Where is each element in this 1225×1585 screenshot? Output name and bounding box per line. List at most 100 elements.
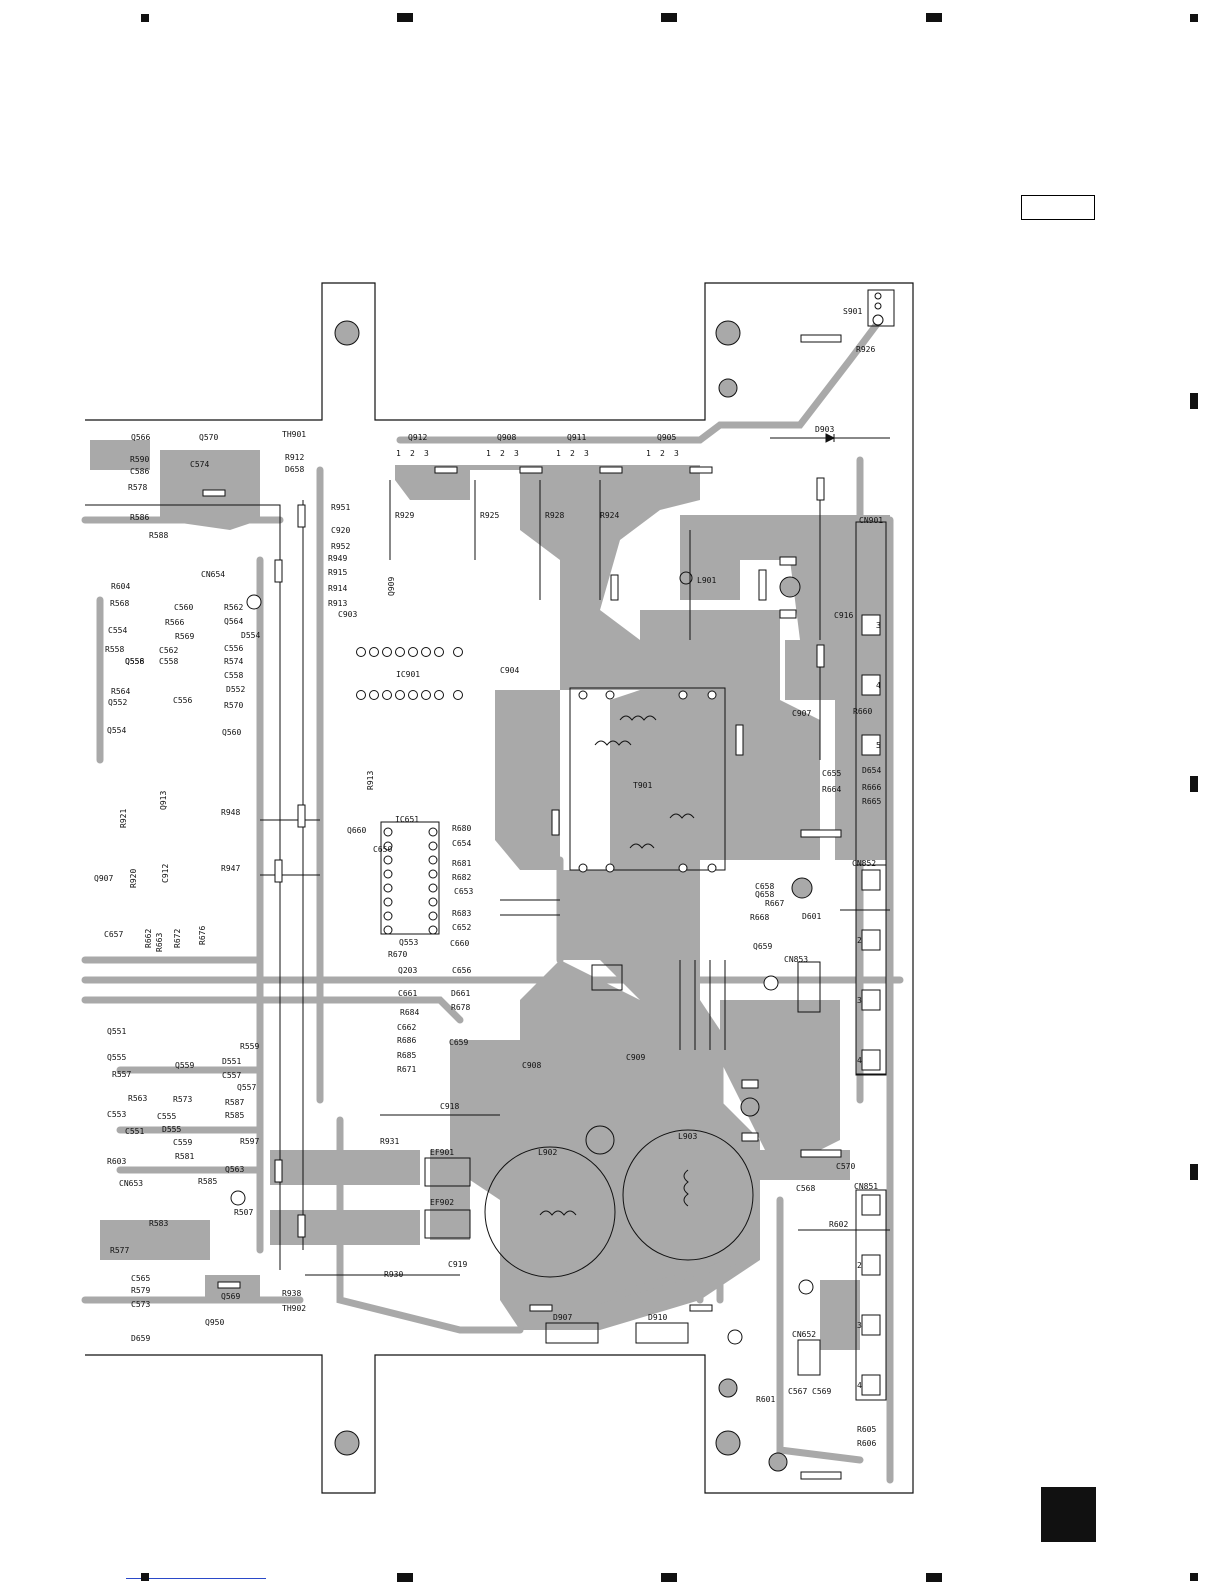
label-l901: L901 [697, 576, 716, 585]
label-q658: Q658 [755, 890, 774, 899]
registration-mark-top-2 [397, 13, 413, 22]
svg-text:1: 1 [486, 449, 491, 458]
label-c655: C655 [822, 769, 841, 778]
label-r603: CN653 [119, 1179, 143, 1188]
label-q559: R559 [240, 1042, 259, 1051]
svg-text:2: 2 [660, 449, 665, 458]
label-t901: T901 [633, 781, 652, 790]
label-r563: R557 [112, 1070, 131, 1079]
label-d555: R585 [225, 1111, 244, 1120]
label-r920: R920 [129, 869, 138, 888]
label-r558: R558 [105, 645, 124, 654]
label-r682: R682 [452, 873, 471, 882]
svg-text:3: 3 [876, 621, 881, 630]
label-q551: Q555 [107, 1053, 126, 1062]
label-d661: D661 [451, 989, 470, 998]
label-c656: C656 [452, 966, 471, 975]
label-cn652: CN652 [792, 1330, 816, 1339]
label-c650: Q660 [347, 826, 366, 835]
label-r590: R590 [130, 455, 149, 464]
label-q558: Q558 [125, 657, 144, 666]
label-r574: R574 [224, 657, 243, 666]
label-r925: R925 [480, 511, 499, 520]
label-q560: Q560 [222, 728, 241, 737]
label-q564: Q564 [224, 617, 243, 626]
svg-text:3: 3 [514, 449, 519, 458]
test-points [230, 594, 814, 1345]
label-r952: R952 [331, 542, 350, 551]
svg-text:2: 2 [857, 936, 862, 945]
label-c554: C554 [108, 626, 127, 635]
label-r676: C657 [104, 930, 123, 939]
label-c652: C652 [452, 923, 471, 932]
label-q203: C661 [398, 989, 417, 998]
registration-mark-bottom-2 [397, 1573, 413, 1582]
label-r668: R668 [750, 913, 769, 922]
label-r913: R913 [328, 599, 347, 608]
inductor-rings [484, 571, 754, 1278]
label-r914: R914 [328, 584, 347, 593]
label-c557: Q557 [237, 1083, 256, 1092]
connectors [424, 289, 895, 1401]
label-r606: R606 [857, 1439, 876, 1448]
label-q912: Q912 [408, 433, 427, 442]
label-r683: R683 [452, 909, 471, 918]
ic651-body [380, 821, 440, 935]
page-corner-block [1041, 1487, 1096, 1542]
label-r564: R564 [111, 687, 130, 696]
label-c568: C568 [796, 1184, 815, 1193]
label-c558-b: C558 [224, 671, 243, 680]
label-c556-b: C556 [173, 696, 192, 705]
label-c653: C653 [454, 887, 473, 896]
label-d910: D910 [648, 1313, 667, 1322]
label-c658: C658 [755, 882, 774, 891]
svg-text:3: 3 [857, 996, 862, 1005]
label-r680: R680 [452, 824, 471, 833]
label-cn851: CN851 [854, 1182, 878, 1191]
component-labels: S901 R926 D903 CN901 Q912 Q908 Q911 Q905… [94, 307, 883, 1448]
label-r579: C573 [131, 1300, 150, 1309]
label-q556: Q556 [125, 657, 144, 666]
label-cn853: CN853 [784, 955, 808, 964]
registration-mark-top-4 [926, 13, 942, 22]
label-q563: R597 [240, 1137, 259, 1146]
label-r664: R664 [822, 785, 841, 794]
label-r667: R667 [765, 899, 784, 908]
component-labels-vertical: Q909 R921 Q913 R920 R913 C912 R662 R663 … [119, 577, 396, 952]
label-q555: R563 [128, 1094, 147, 1103]
label-r585: C559 [173, 1138, 192, 1147]
label-r577: C565 [131, 1274, 150, 1283]
label-r921: R921 [119, 809, 128, 828]
svg-text:1: 1 [646, 449, 651, 458]
label-c555: Q559 [175, 1061, 194, 1070]
registration-mark-bottom-4 [926, 1573, 942, 1582]
label-c912: C912 [161, 864, 170, 883]
label-c553: C551 [125, 1127, 144, 1136]
label-r585-b: R507 [234, 1208, 253, 1217]
label-c586: C586 [130, 467, 149, 476]
label-d654: D654 [862, 766, 881, 775]
switch-s901 [872, 292, 884, 326]
label-r928: R928 [545, 511, 564, 520]
label-r951: R951 [331, 503, 350, 512]
label-r569: R569 [175, 632, 194, 641]
label-r931: R931 [380, 1137, 399, 1146]
diode-d903 [825, 433, 836, 443]
label-r929: R929 [395, 511, 414, 520]
label-r562: R562 [224, 603, 243, 612]
label-r913-v: R913 [366, 771, 375, 790]
label-q552: Q552 [108, 698, 127, 707]
label-d658: D658 [285, 465, 304, 474]
label-c565: R579 [131, 1286, 150, 1295]
label-r604: R604 [111, 582, 130, 591]
label-r605: R605 [857, 1425, 876, 1434]
label-r568: R568 [110, 599, 129, 608]
label-c573: Q569 [221, 1292, 240, 1301]
registration-mark-right-3 [1190, 1164, 1198, 1180]
label-c919: C919 [448, 1260, 467, 1269]
label-r930: R930 [384, 1270, 403, 1279]
label-c916: C916 [834, 611, 853, 620]
label-r926: R926 [856, 345, 875, 354]
